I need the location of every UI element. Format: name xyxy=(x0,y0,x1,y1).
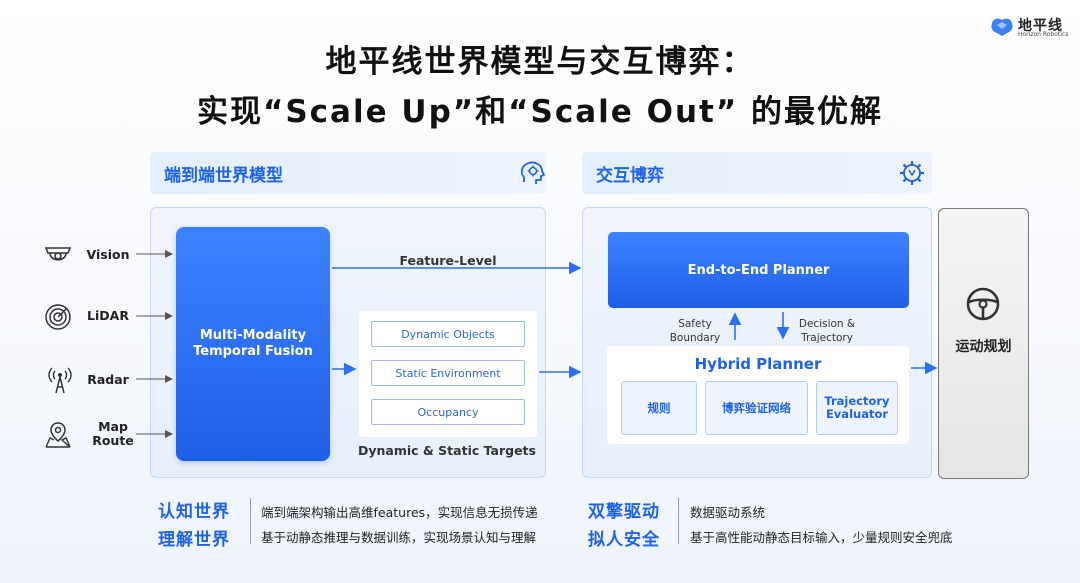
page-title-line1: 地平线世界模型与交互博弈： xyxy=(325,44,755,80)
camera-icon xyxy=(44,247,72,261)
gear-icon xyxy=(900,161,924,185)
bottom-right-key-1: 双擎驱动 xyxy=(588,502,660,522)
decision-trajectory-label: Decision & Trajectory xyxy=(791,317,863,345)
bottom-left-key-1: 认知世界 xyxy=(158,502,230,522)
left-section-title: 端到端世界模型 xyxy=(164,165,283,186)
hybrid-planner-title: Hybrid Planner xyxy=(694,355,822,373)
trajectory-line: Trajectory xyxy=(801,332,853,344)
motion-planning-box xyxy=(938,208,1029,479)
bottom-right-divider xyxy=(678,498,679,544)
right-section-header: 交互博弈 xyxy=(582,152,932,194)
input-label-lidar: LiDAR xyxy=(87,308,129,323)
page-title-line2: 实现“Scale Up”和“Scale Out” 的最优解 xyxy=(196,94,884,130)
logo-sub: Horizon Robotics xyxy=(1018,31,1069,38)
radar-icon xyxy=(48,367,72,394)
feature-level-label: Feature-Level xyxy=(399,253,497,268)
hybrid-item-game-verification-network: 博弈验证网络 xyxy=(705,381,808,435)
fusion-line1: Multi-Modality xyxy=(199,328,307,343)
input-label-route: Route xyxy=(92,433,134,448)
horizon-logo-icon xyxy=(991,18,1013,36)
bottom-right-desc-2: 基于高性能动静态目标输入，少量规则安全兜底 xyxy=(690,530,953,545)
decision-line: Decision & xyxy=(798,318,856,330)
safety-boundary-label: Safety Boundary xyxy=(660,317,730,345)
hybrid-item-trajectory-evaluator: Trajectory Evaluator xyxy=(816,381,898,435)
targets-caption: Dynamic & Static Targets xyxy=(358,443,536,458)
logo-name: 地平线 xyxy=(1018,18,1063,34)
input-label-vision: Vision xyxy=(86,247,130,262)
lidar-icon xyxy=(45,304,71,330)
input-label-map: Map xyxy=(98,419,128,434)
motion-planning-label: 运动规划 xyxy=(955,339,1012,355)
steering-wheel-icon xyxy=(966,287,1000,321)
target-occupancy: Occupancy xyxy=(371,399,525,425)
right-section-title: 交互博弈 xyxy=(596,165,664,186)
bottom-left-desc-2: 基于动静态推理与数据训练，实现场景认知与理解 xyxy=(261,530,537,545)
boundary-line: Boundary xyxy=(669,332,721,344)
target-dynamic-objects: Dynamic Objects xyxy=(371,321,525,347)
safety-line: Safety xyxy=(678,318,712,330)
fusion-line2: Temporal Fusion xyxy=(193,344,313,359)
trajectory-evaluator-line1: Trajectory xyxy=(824,394,890,408)
fusion-block: Multi-Modality Temporal Fusion xyxy=(176,227,330,461)
input-label-map-route: Map Route xyxy=(88,420,138,448)
hybrid-item-rules: 规则 xyxy=(621,381,697,435)
bottom-left-desc-1: 端到端架构输出高维features，实现信息无损传递 xyxy=(261,505,538,520)
bottom-left-divider xyxy=(250,498,251,544)
bottom-right-desc-1: 数据驱动系统 xyxy=(690,505,766,520)
map-pin-icon xyxy=(45,422,71,448)
left-section-header: 端到端世界模型 xyxy=(150,152,546,194)
e2e-planner-block: End-to-End Planner xyxy=(608,232,909,308)
brain-gear-icon xyxy=(520,161,545,184)
input-label-radar: Radar xyxy=(87,372,129,387)
bottom-left-key-2: 理解世界 xyxy=(158,530,230,550)
target-static-environment: Static Environment xyxy=(371,360,525,386)
trajectory-evaluator-line2: Evaluator xyxy=(825,407,889,421)
bottom-right-key-2: 拟人安全 xyxy=(588,530,660,550)
